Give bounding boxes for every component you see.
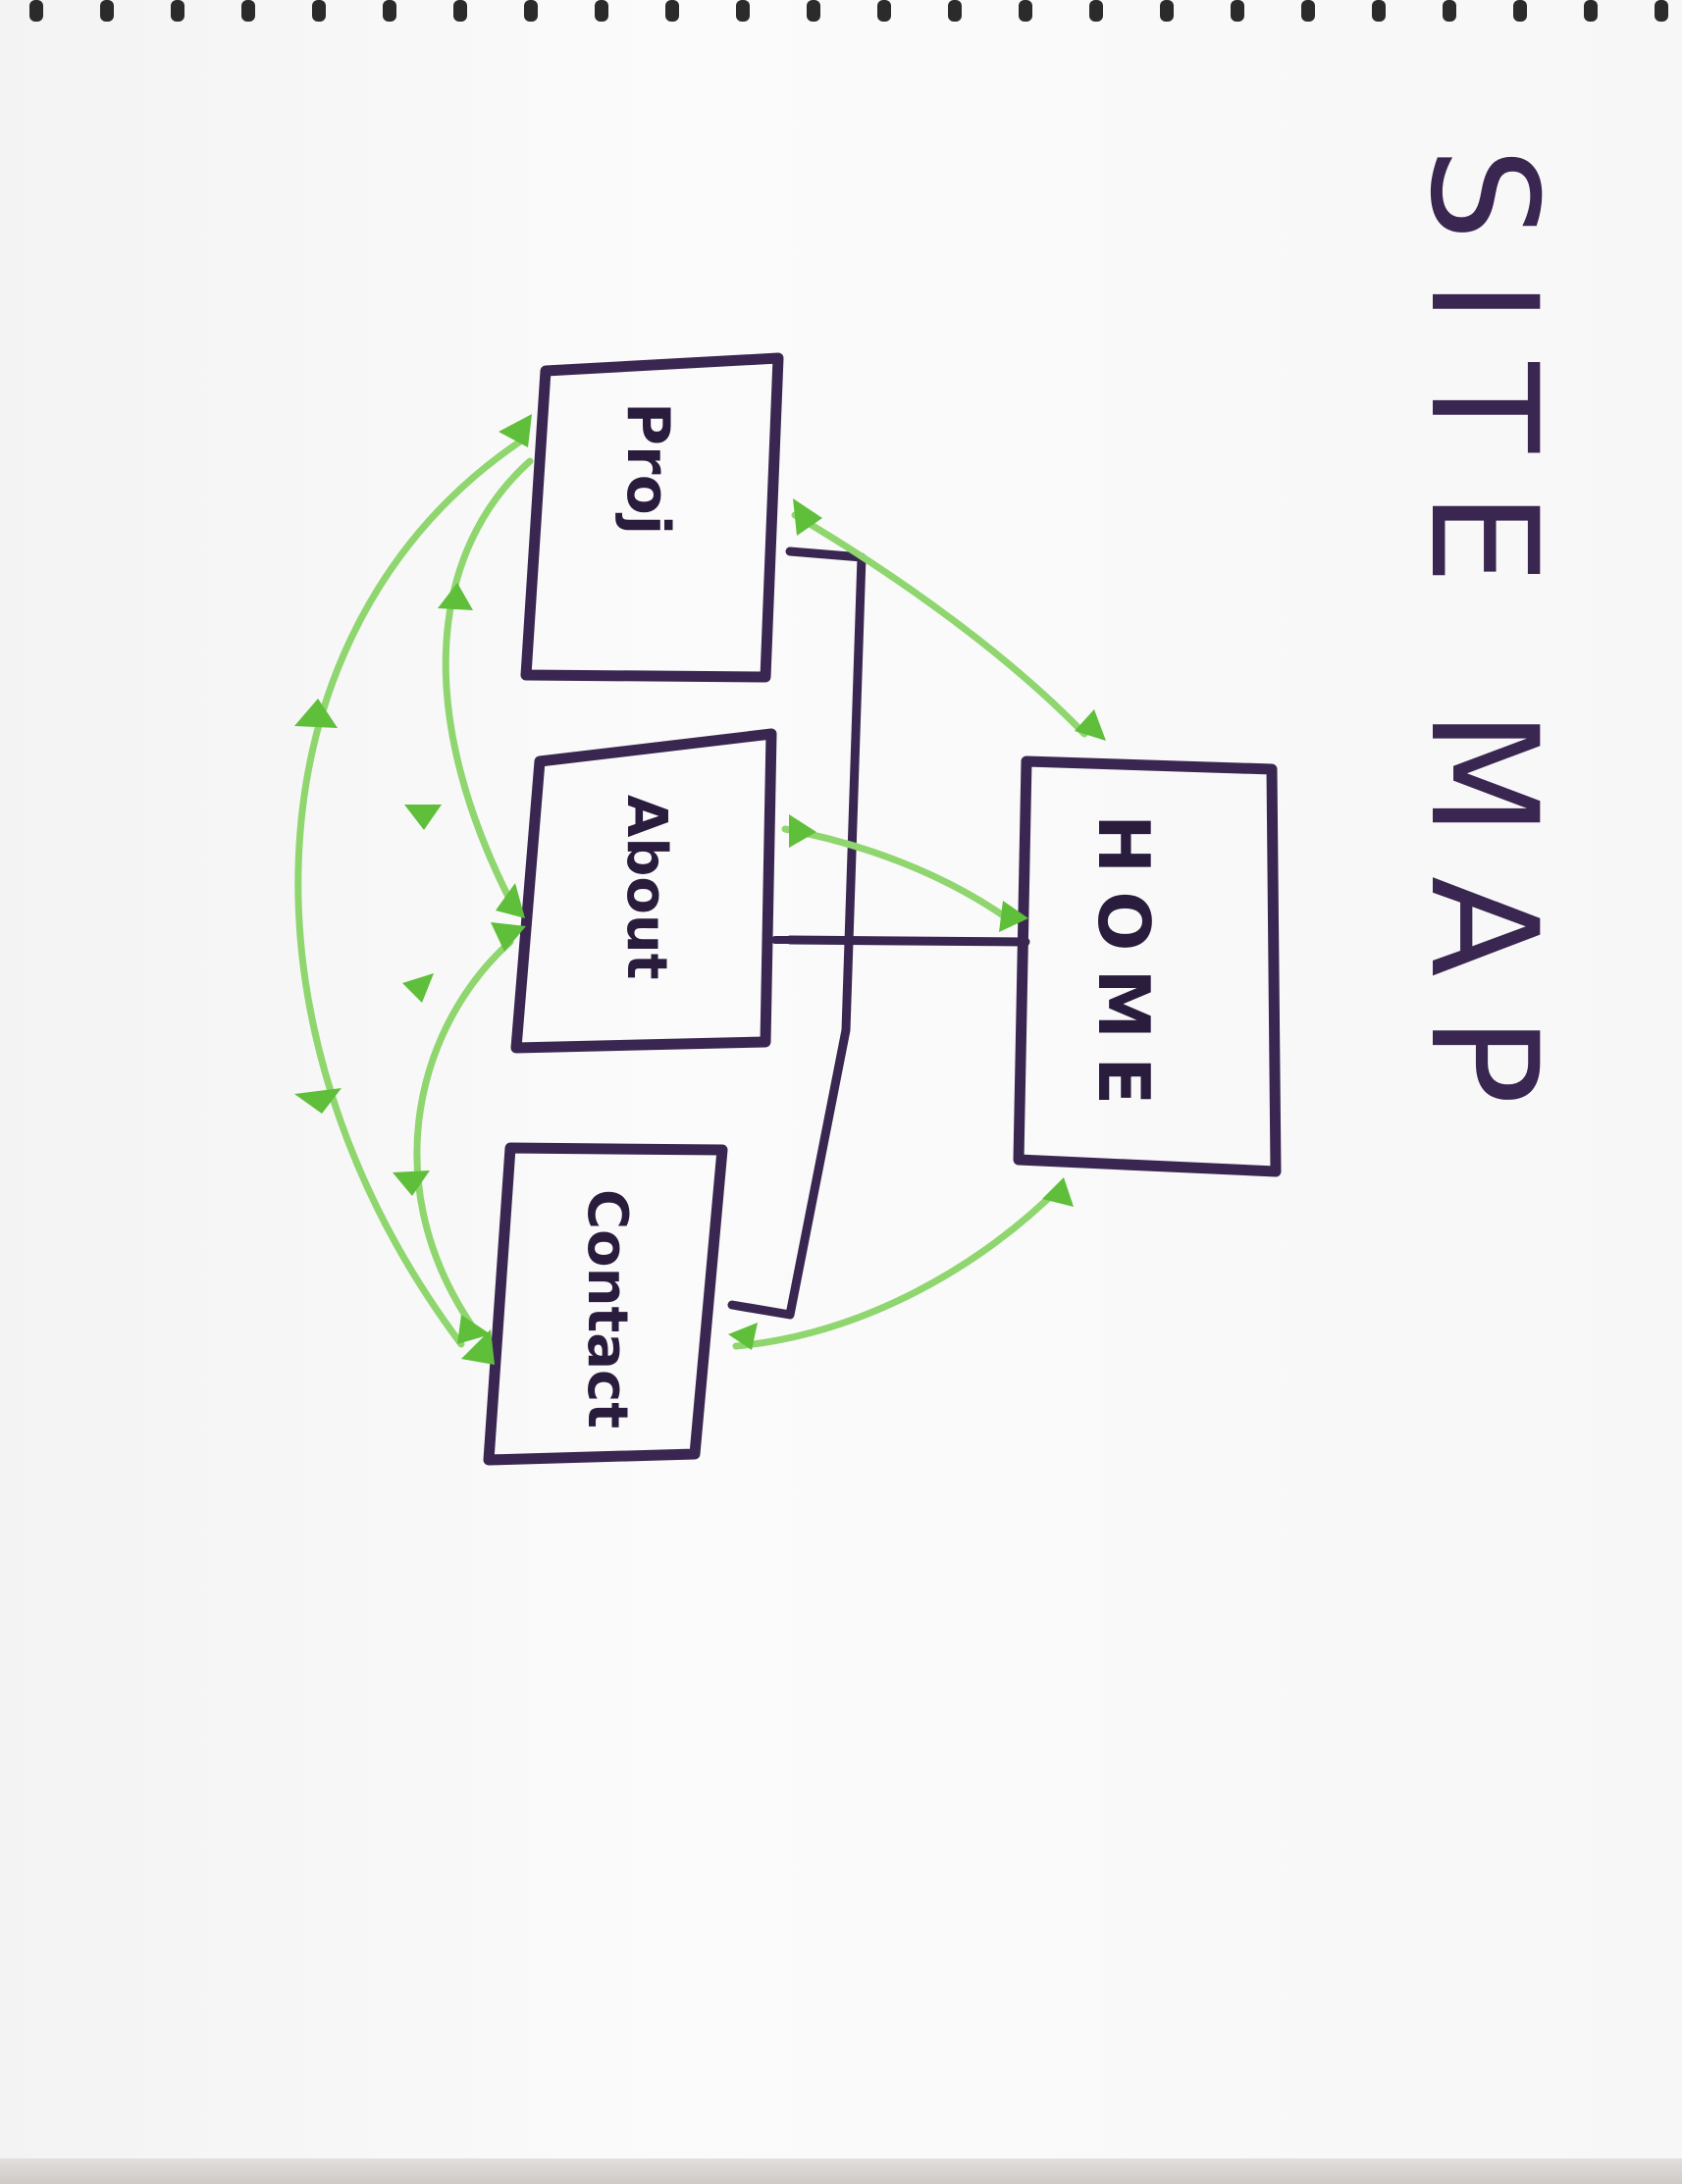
- spiral-ring: [1301, 0, 1315, 22]
- navigation-links: [294, 438, 1088, 1350]
- spiral-ring: [453, 0, 467, 22]
- spiral-ring: [736, 0, 750, 22]
- spiral-ring: [100, 0, 114, 22]
- spiral-ring: [383, 0, 396, 22]
- spiral-ring: [877, 0, 891, 22]
- spiral-ring: [241, 0, 255, 22]
- hierarchy-connectors: [727, 546, 1030, 1320]
- spiral-ring: [1160, 0, 1174, 22]
- spiral-ring: [1655, 0, 1668, 22]
- spiral-ring: [312, 0, 326, 22]
- page-label-proj: Proj: [613, 402, 682, 535]
- spiral-ring: [595, 0, 608, 22]
- spiral-ring: [29, 0, 43, 22]
- link-arrowheads: [294, 414, 1106, 1365]
- spiral-ring: [807, 0, 820, 22]
- spiral-ring: [1584, 0, 1598, 22]
- page-label-home: HOME: [1082, 814, 1165, 1122]
- spiral-ring: [524, 0, 538, 22]
- page-box-contact: Contact: [483, 1142, 728, 1466]
- spiral-ring: [1231, 0, 1244, 22]
- page-label-contact: Contact: [575, 1189, 639, 1429]
- link-proj-about: [442, 457, 534, 905]
- spiral-ring: [1089, 0, 1103, 22]
- diagram-title: SITE MAP: [1397, 147, 1568, 1144]
- page-box-about: About: [510, 728, 777, 1054]
- link-about-contact: [413, 938, 514, 1328]
- link-home-contact: [732, 1183, 1064, 1350]
- spiral-ring: [1443, 0, 1456, 22]
- spiral-ring: [1372, 0, 1386, 22]
- link-home-about: [781, 825, 1010, 921]
- link-home-proj: [791, 511, 1088, 738]
- paper-bottom-edge: [0, 2158, 1682, 2184]
- page-box-proj: Proj: [520, 352, 784, 683]
- spiral-ring: [948, 0, 962, 22]
- spiral-ring: [665, 0, 679, 22]
- connector-trunk: [727, 546, 867, 1320]
- page-label-about: About: [614, 795, 678, 980]
- spiral-ring: [1019, 0, 1032, 22]
- spiral-ring: [171, 0, 184, 22]
- link-proj-contact: [294, 438, 524, 1348]
- spiral-ring: [1513, 0, 1527, 22]
- spiral-binding: [29, 0, 1668, 22]
- page-box-home: HOME: [1013, 755, 1282, 1177]
